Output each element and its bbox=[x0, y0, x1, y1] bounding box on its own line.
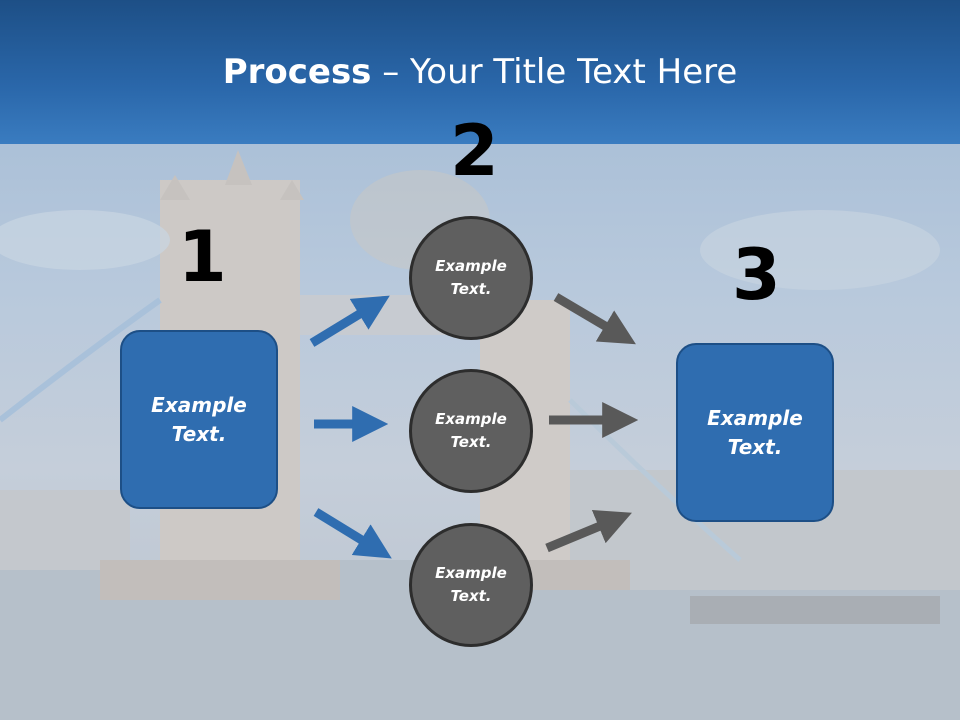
circle-bottom-line2: Text. bbox=[450, 587, 492, 605]
blue-arrow-up bbox=[309, 295, 390, 347]
left-box-line2: Text. bbox=[171, 421, 227, 446]
right-step-box: Example Text. bbox=[676, 343, 834, 522]
left-step-box: Example Text. bbox=[120, 330, 278, 509]
gray-arrow-down bbox=[553, 293, 636, 345]
blue-arrow-down bbox=[313, 508, 392, 559]
right-box-line2: Text. bbox=[727, 434, 783, 459]
middle-circle-center: Example Text. bbox=[409, 369, 533, 493]
circle-center-line1: Example bbox=[435, 410, 507, 428]
right-box-line1: Example bbox=[707, 405, 803, 430]
page-title: Process – Your Title Text Here bbox=[0, 52, 960, 92]
middle-circle-bottom: Example Text. bbox=[409, 523, 533, 647]
title-bar: Process – Your Title Text Here bbox=[0, 0, 960, 144]
circle-top-line2: Text. bbox=[450, 280, 492, 298]
gray-arrow-up bbox=[545, 509, 632, 553]
circle-center-line2: Text. bbox=[450, 433, 492, 451]
circle-top-line1: Example bbox=[435, 257, 507, 275]
circle-bottom-line1: Example bbox=[435, 564, 507, 582]
middle-circle-top: Example Text. bbox=[409, 216, 533, 340]
title-bold: Process bbox=[222, 52, 372, 92]
step-number-2: 2 bbox=[450, 110, 499, 192]
left-box-line1: Example bbox=[151, 392, 247, 417]
title-rest: – Your Title Text Here bbox=[371, 52, 738, 92]
step-number-3: 3 bbox=[732, 234, 781, 316]
step-number-1: 1 bbox=[178, 216, 227, 298]
